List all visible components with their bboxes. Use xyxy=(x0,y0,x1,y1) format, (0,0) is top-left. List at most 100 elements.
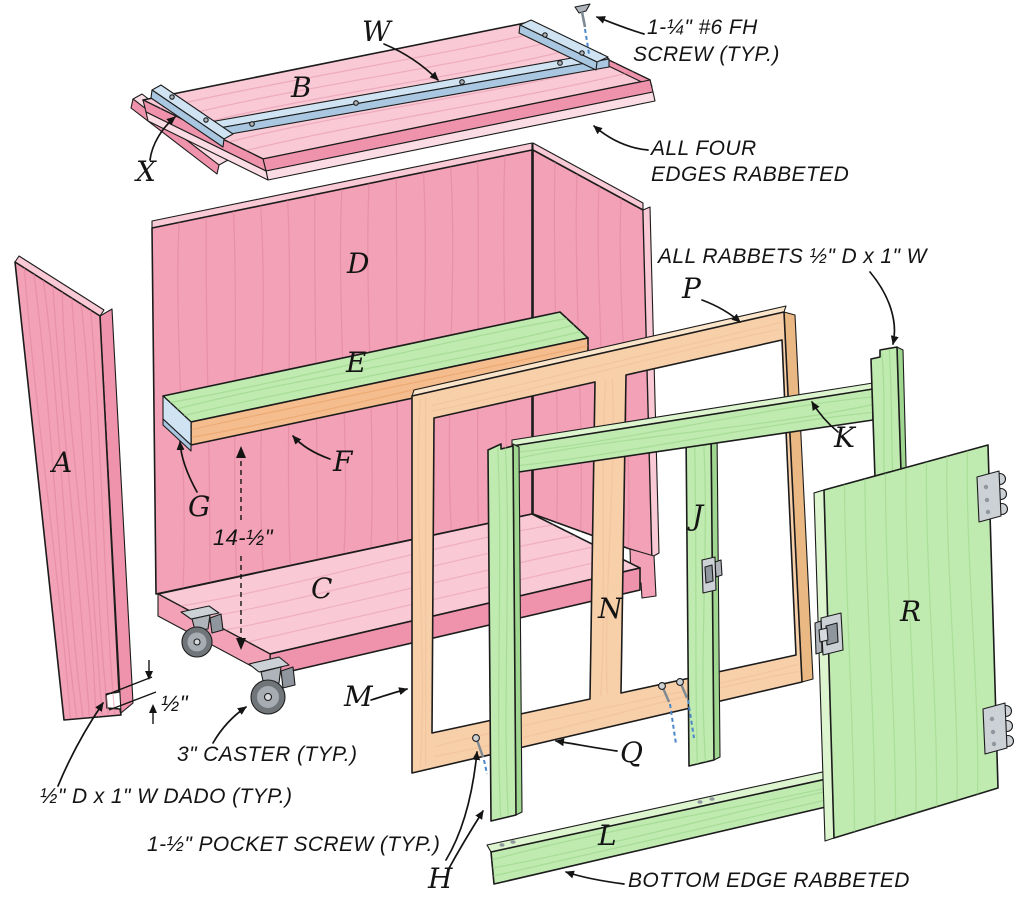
top-assembly xyxy=(130,3,656,181)
cleat-w-right xyxy=(518,19,609,71)
grain-line xyxy=(925,461,938,807)
part-label-x: X xyxy=(134,155,157,188)
part-label-f: F xyxy=(332,445,354,478)
note-dado: ½" D x 1" W DADO (TYP.) xyxy=(40,785,292,808)
grain-line xyxy=(435,663,799,748)
note-edges-line2: EDGES RABBETED xyxy=(651,163,849,186)
grain-line xyxy=(884,473,897,820)
dim-dado-text: ½" xyxy=(161,691,189,716)
grain-line xyxy=(417,398,423,767)
note-rabbets: ALL RABBETS ½" D x 1" W xyxy=(656,245,929,268)
part-label-n: N xyxy=(597,592,624,625)
pocket-hole-icon xyxy=(697,800,703,804)
pocket-hole-icon xyxy=(709,797,715,801)
door-r xyxy=(813,444,1015,842)
note-edges-line1: ALL FOUR xyxy=(649,137,757,160)
frame-grain xyxy=(430,322,781,412)
callout-arrow-f xyxy=(292,435,331,460)
grain-line xyxy=(183,330,582,417)
dimension-dado-half-inch xyxy=(105,660,157,724)
grain-line xyxy=(511,411,874,467)
part-label-j: J xyxy=(687,499,705,532)
pocket-hole-icon xyxy=(499,843,505,847)
grain-line xyxy=(905,467,917,814)
part-label-e: E xyxy=(345,346,366,379)
grain-line xyxy=(202,535,576,619)
grain-line xyxy=(23,267,71,719)
grain-line xyxy=(176,324,575,410)
grain-line xyxy=(504,446,509,817)
grain-line xyxy=(190,345,589,431)
callout-arrow-pocket xyxy=(445,751,481,861)
pocket-screw-icon xyxy=(658,682,677,745)
grain-line xyxy=(225,545,597,631)
note-caster: 3" CASTER (TYP.) xyxy=(177,743,357,766)
grain-line xyxy=(61,291,97,716)
part-label-w: W xyxy=(362,15,393,48)
callout-arrow-m xyxy=(370,687,408,701)
dim-shelf-text: 14-½" xyxy=(213,525,274,550)
grain-line xyxy=(843,484,856,832)
grain-line xyxy=(177,38,565,118)
annotation-texts: 1-¼" #6 FH SCREW (TYP.) ALL FOUR EDGES R… xyxy=(40,16,929,892)
grain-line xyxy=(194,46,582,126)
grain-line xyxy=(693,429,698,765)
screw-head-icon xyxy=(203,117,209,123)
callout-arrow-edges-note xyxy=(593,125,649,151)
callout-arrow-x xyxy=(149,116,176,161)
grain-line xyxy=(33,273,78,718)
dimension-shelf-height xyxy=(236,446,246,650)
part-letters: A B C D E F G H J K L M N P Q R W X xyxy=(49,15,921,895)
grain-line xyxy=(702,427,707,763)
grain-line xyxy=(864,478,876,826)
screw-head-icon xyxy=(249,121,255,127)
grain-line xyxy=(497,447,502,818)
hinge-top-icon xyxy=(976,470,1009,523)
stile-right xyxy=(870,346,908,509)
screw-head-icon xyxy=(169,94,175,100)
caster-rear-icon xyxy=(180,605,224,658)
screw-head-icon xyxy=(542,32,548,38)
callout-arrow-w xyxy=(383,43,439,81)
part-label-d: D xyxy=(346,247,369,280)
grain-line xyxy=(169,317,568,404)
grain-line xyxy=(511,403,874,461)
callout-arrow-bottom-note xyxy=(565,870,625,885)
part-label-r: R xyxy=(899,595,921,628)
callout-arrow-rabbets-note xyxy=(869,271,899,345)
grain-line xyxy=(42,279,84,718)
part-label-a: A xyxy=(49,446,72,479)
callout-arrow-screw-note xyxy=(596,16,645,35)
cleat-w-left xyxy=(150,84,234,148)
grain-line xyxy=(159,29,548,109)
part-label-b: B xyxy=(290,71,312,104)
part-label-g: G xyxy=(188,490,210,523)
grain-line xyxy=(946,456,958,801)
callout-arrow-k xyxy=(811,401,839,433)
note-screw-line1: 1-¼" #6 FH xyxy=(647,16,758,39)
callout-arrow-p xyxy=(701,299,741,323)
grain-line xyxy=(430,328,780,412)
grain-line xyxy=(966,450,979,795)
note-screw-line2: SCREW (TYP.) xyxy=(633,43,780,66)
callout-arrow-h xyxy=(447,810,484,871)
part-label-p: P xyxy=(681,272,702,305)
callout-arrow-g xyxy=(176,441,198,493)
caster-front-icon xyxy=(248,656,296,715)
flat-head-screw-icon xyxy=(574,3,591,55)
door-frame-green xyxy=(487,346,908,822)
callouts xyxy=(57,16,899,885)
pocket-hole-icon xyxy=(510,840,516,844)
callout-arrow-q xyxy=(555,738,618,752)
side-panel-a xyxy=(14,255,134,721)
callout-arrow-dado xyxy=(57,702,104,787)
grain-line xyxy=(600,379,607,696)
screw-head-icon xyxy=(459,79,465,85)
part-label-c: C xyxy=(311,572,332,605)
pocket-screws xyxy=(472,678,695,775)
screw-head-icon xyxy=(579,50,585,56)
note-pocket: 1-½" POCKET SCREW (TYP.) xyxy=(147,833,440,856)
part-label-q: Q xyxy=(620,736,643,769)
